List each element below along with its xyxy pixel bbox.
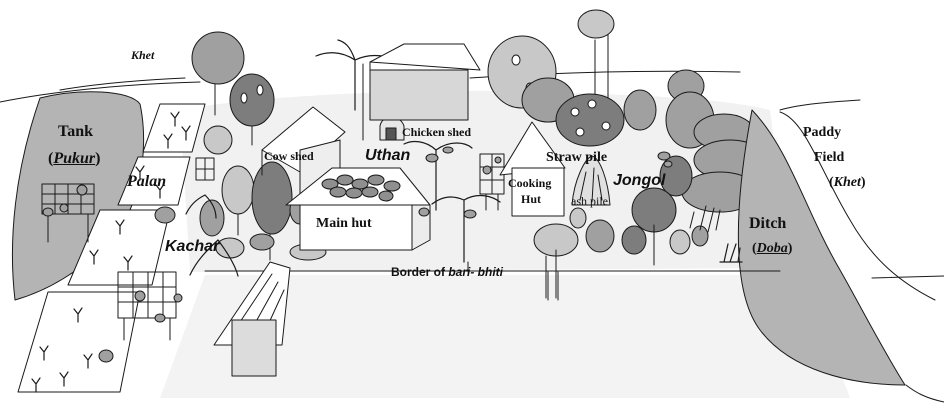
label-cow-shed: Cow shed [264, 150, 314, 162]
tree-fruit [241, 93, 247, 103]
label-kachar: Kachar [165, 239, 219, 255]
bush [216, 238, 244, 258]
label-ash-pile: ash pile [571, 195, 608, 207]
bush [570, 208, 586, 228]
label-cooking: Cooking [508, 177, 551, 189]
label-pukur-term: Pukur [53, 150, 95, 167]
label-border: Border of bari- bhiti [391, 266, 503, 278]
field-boundary [906, 385, 944, 402]
bush [250, 234, 274, 250]
tree [252, 162, 292, 234]
field-boundary [872, 276, 944, 278]
label-khet-right: (Khet) [829, 176, 866, 190]
label-doba-term: Doba [757, 241, 788, 256]
tree [200, 200, 224, 236]
label-khet-top: Khet [131, 49, 154, 61]
tree-fruit [576, 128, 584, 136]
bush [155, 207, 175, 223]
tree [222, 166, 254, 214]
horizon-line [60, 78, 185, 90]
label-hut: Hut [521, 193, 541, 205]
tree [624, 90, 656, 130]
label-palan: Palan [127, 174, 166, 190]
label-border-prefix: Border of [391, 265, 448, 279]
label-jongol: Jongol [613, 173, 665, 189]
label-pukur: (Pukur) [48, 151, 100, 167]
label-field: Field [814, 151, 844, 165]
label-straw-pile: Straw pile [546, 151, 607, 165]
tree-fruit [602, 122, 610, 130]
label-tank: Tank [58, 124, 93, 140]
label-khet-right-term: Khet [834, 175, 861, 190]
label-chicken-shed: Chicken shed [402, 126, 471, 138]
tree [204, 126, 232, 154]
tree [578, 10, 614, 38]
tree [586, 220, 614, 252]
tree [622, 226, 646, 254]
label-ditch: Ditch [749, 216, 786, 232]
tree [230, 74, 274, 126]
label-border-term: bari- bhiti [448, 265, 503, 279]
hut-wall [370, 70, 468, 120]
hut-roof [370, 44, 480, 70]
plot-bed [18, 292, 140, 392]
fg-hut-wall [232, 320, 276, 376]
tree [192, 32, 244, 84]
chicken-shed-door [386, 128, 396, 140]
label-main-hut: Main hut [316, 217, 372, 231]
tree-fruit [571, 108, 579, 116]
label-paddy: Paddy [803, 126, 841, 140]
bush [670, 230, 690, 254]
label-doba: (Doba) [752, 242, 792, 256]
horizon-line [780, 100, 860, 110]
tree-fruit [257, 85, 263, 95]
tree-fruit [512, 55, 520, 65]
tree-fruit [588, 100, 596, 108]
label-uthan: Uthan [365, 148, 410, 164]
